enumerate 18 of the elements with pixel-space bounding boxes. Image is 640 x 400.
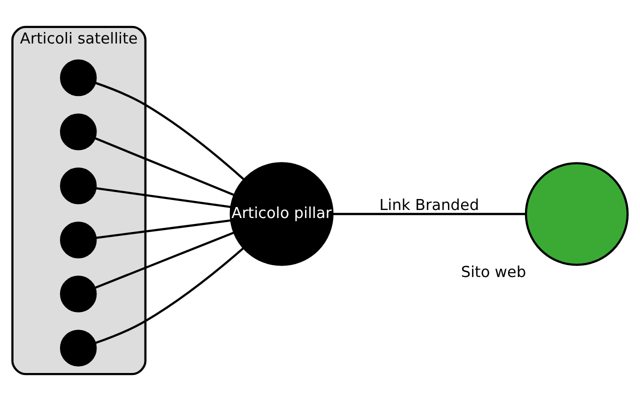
node-circle (60, 329, 97, 366)
node-circle (60, 275, 97, 312)
connector (94, 230, 235, 288)
cluster: Articoli satellite (11, 25, 146, 375)
connector (332, 212, 526, 215)
edge-label: Link Branded (379, 195, 480, 214)
node-circle (60, 58, 97, 96)
node-circle (60, 112, 97, 150)
node-circle: Articolo pillar (230, 162, 334, 266)
connector (94, 136, 234, 196)
node-circle (60, 221, 97, 258)
connector (95, 218, 231, 238)
connector (94, 81, 245, 180)
connector (94, 246, 244, 344)
connector (95, 186, 232, 208)
node-label: Sito web (460, 262, 526, 280)
node-circle (524, 162, 629, 266)
node-circle (60, 167, 97, 204)
